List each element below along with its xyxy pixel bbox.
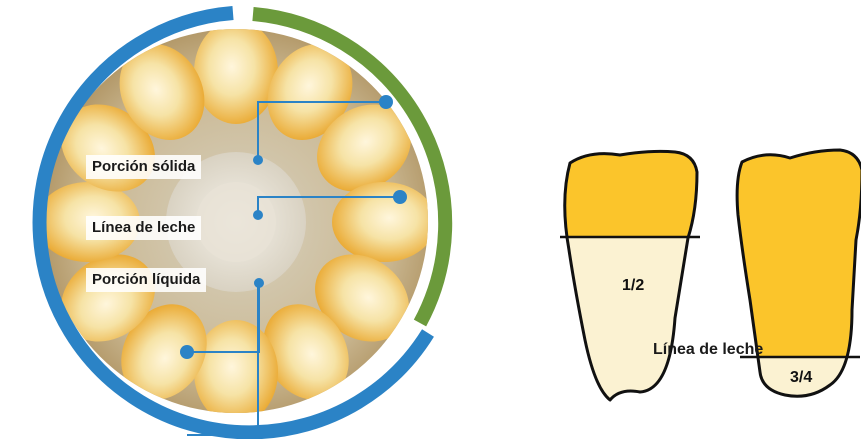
marker-solid-start xyxy=(253,155,263,165)
kernel-caption: Línea de leche xyxy=(653,341,763,359)
label-solid-portion: Porción sólida xyxy=(86,155,201,179)
kernel-half-label: 1/2 xyxy=(622,277,644,294)
marker-milkline-end xyxy=(393,190,407,204)
kernel-three-quarter-label: 3/4 xyxy=(790,369,812,386)
label-milk-line: Línea de leche xyxy=(86,216,201,240)
marker-liquid-start xyxy=(254,278,264,288)
kernel-half: 1/2 xyxy=(550,140,710,410)
kernel-three-quarter: 3/4 xyxy=(720,140,861,410)
marker-milkline-start xyxy=(253,210,263,220)
marker-liquid-end xyxy=(180,345,194,359)
marker-solid-end xyxy=(379,95,393,109)
label-liquid-portion: Porción líquida xyxy=(86,268,206,292)
